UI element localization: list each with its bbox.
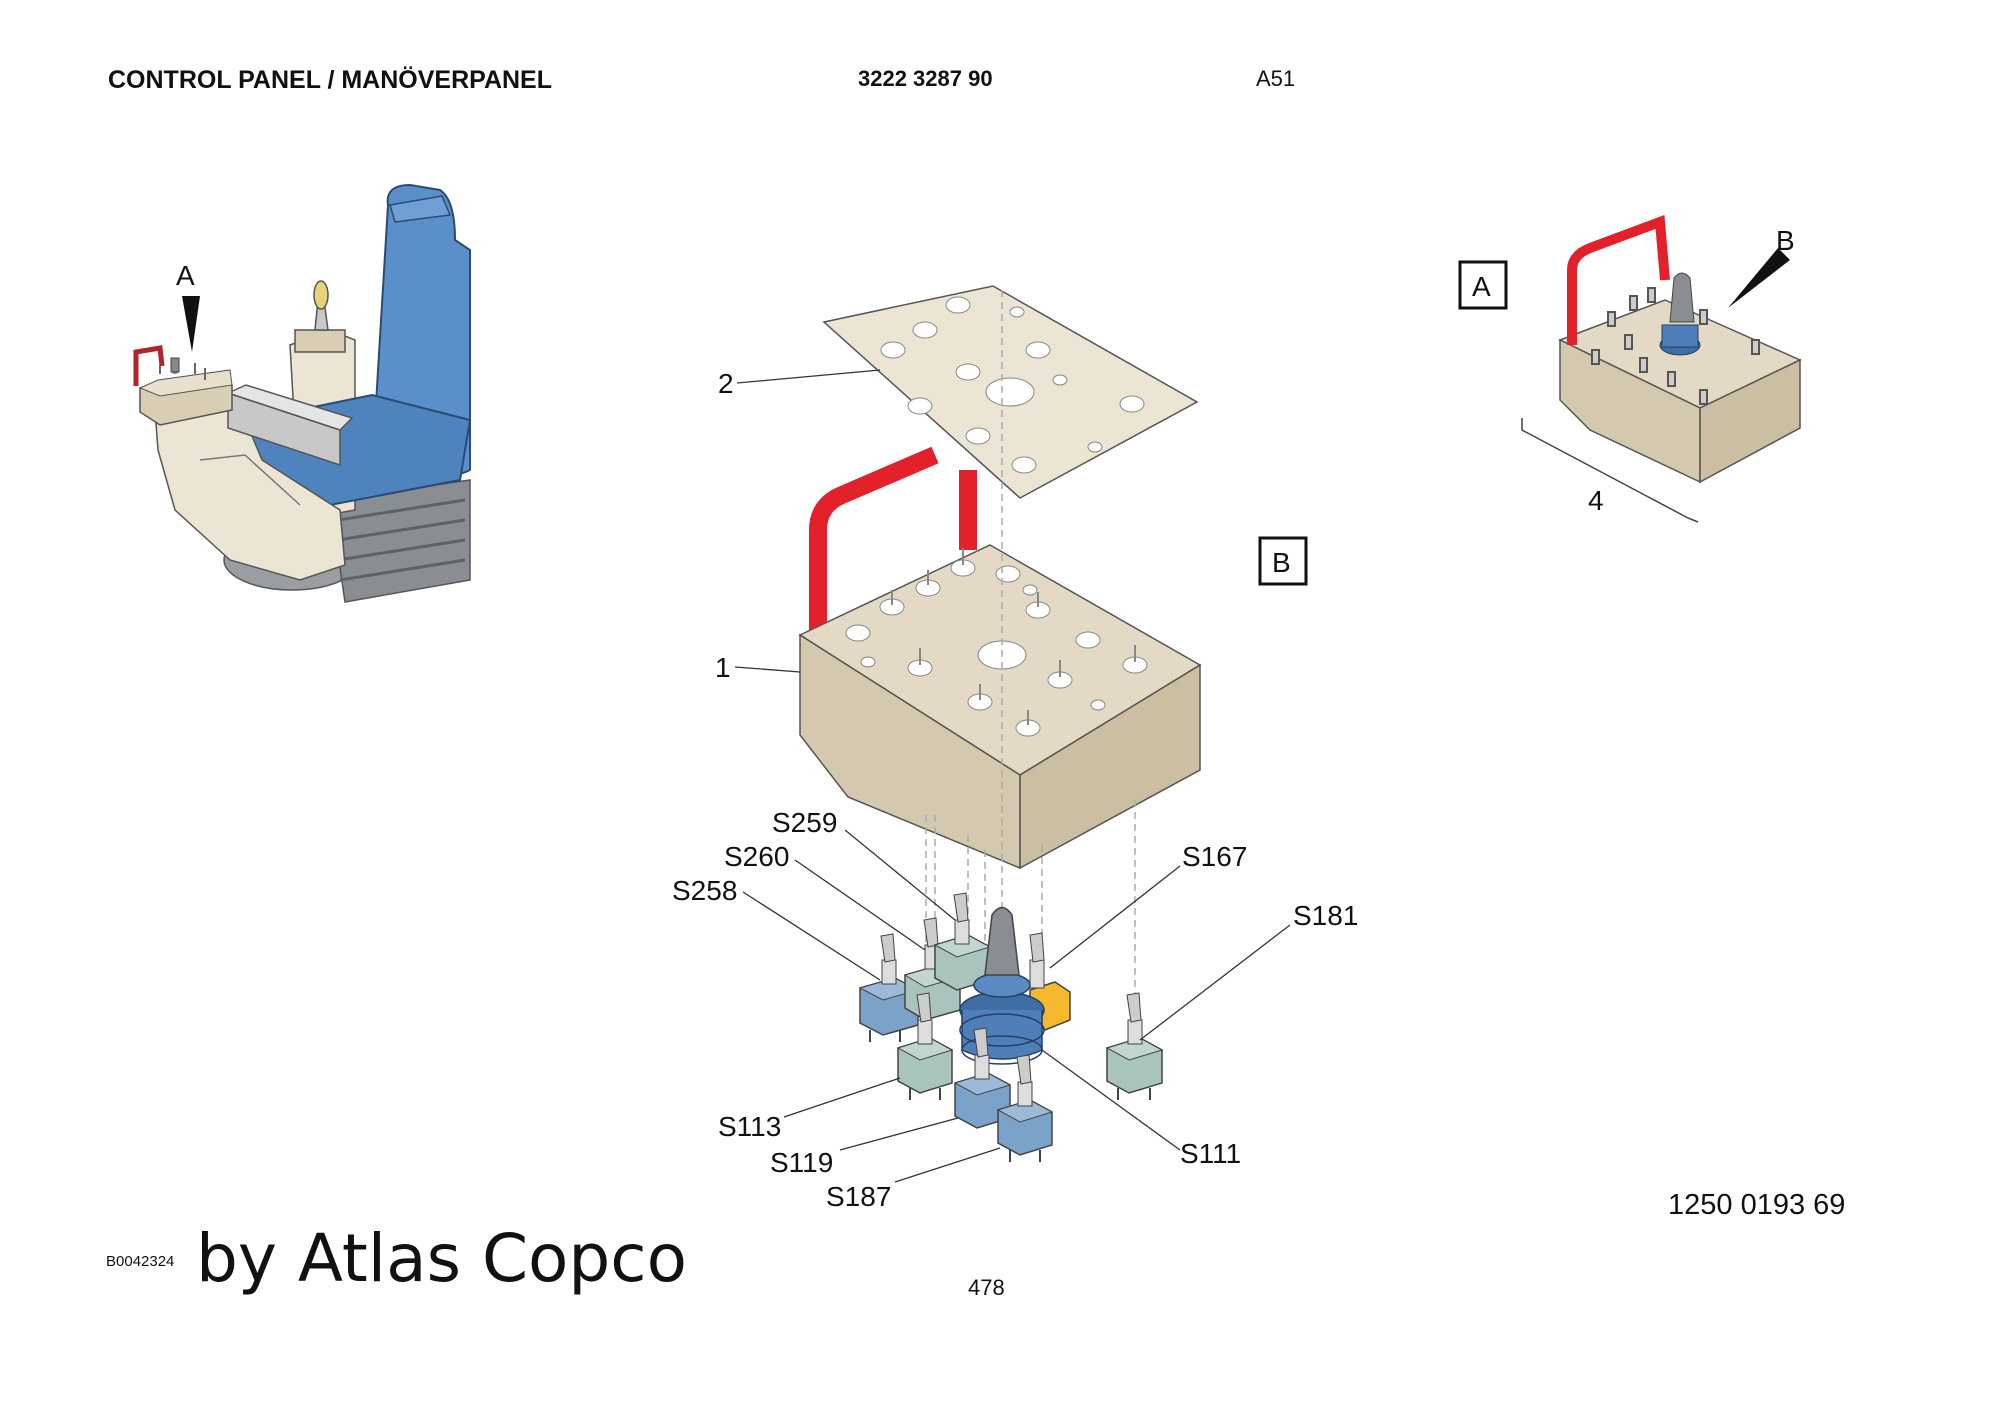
control-box-part — [798, 544, 1202, 870]
toggle-switch-s187 — [996, 1054, 1054, 1162]
red-handle-part — [809, 446, 977, 635]
s119-label: S119 — [770, 1147, 833, 1178]
reference-number: 1250 0193 69 — [1668, 1189, 1846, 1221]
view-b-box-label: B — [1272, 547, 1291, 578]
detail-a-box-label: A — [1472, 271, 1491, 302]
s111-label: S111 — [1180, 1138, 1241, 1169]
toggle-switch-s113 — [896, 992, 954, 1100]
page-code: A51 — [1256, 66, 1296, 91]
s167-label: S167 — [1182, 841, 1247, 872]
s187-label: S187 — [826, 1181, 891, 1212]
view-a-arrow-icon — [182, 296, 200, 352]
item-1-label: 1 — [715, 652, 731, 683]
s259-label: S259 — [772, 807, 837, 838]
operator-seat-illustration — [133, 183, 472, 603]
s260-label: S260 — [724, 841, 789, 872]
figure-code: B0042324 — [106, 1253, 175, 1270]
part-number: 3222 3287 90 — [858, 66, 993, 91]
view-b-box — [1258, 536, 1308, 586]
page-number: 478 — [968, 1275, 1005, 1300]
detail-a-box — [1458, 260, 1508, 310]
s181-label: S181 — [1293, 900, 1358, 931]
toggle-switch-s181 — [1105, 992, 1164, 1100]
s258-label: S258 — [672, 875, 737, 906]
item-4-label: 4 — [1588, 485, 1604, 516]
joystick-s111 — [959, 906, 1045, 1065]
toggle-switch-s119 — [953, 1027, 1012, 1129]
s113-label: S113 — [718, 1111, 781, 1142]
item-2-label: 2 — [718, 368, 734, 399]
brand-text: by Atlas Copco — [196, 1220, 687, 1297]
view-b-arrow-icon — [1728, 248, 1790, 308]
cover-plate-part — [822, 285, 1199, 499]
detail-a-control-box-illustration — [1521, 215, 1802, 523]
toggle-switch-s259 — [933, 892, 992, 991]
page-title: CONTROL PANEL / MANÖVERPANEL — [108, 66, 553, 94]
view-b-label: B — [1776, 225, 1795, 256]
view-a-label: A — [176, 260, 195, 291]
toggle-switch-s258 — [858, 933, 920, 1042]
